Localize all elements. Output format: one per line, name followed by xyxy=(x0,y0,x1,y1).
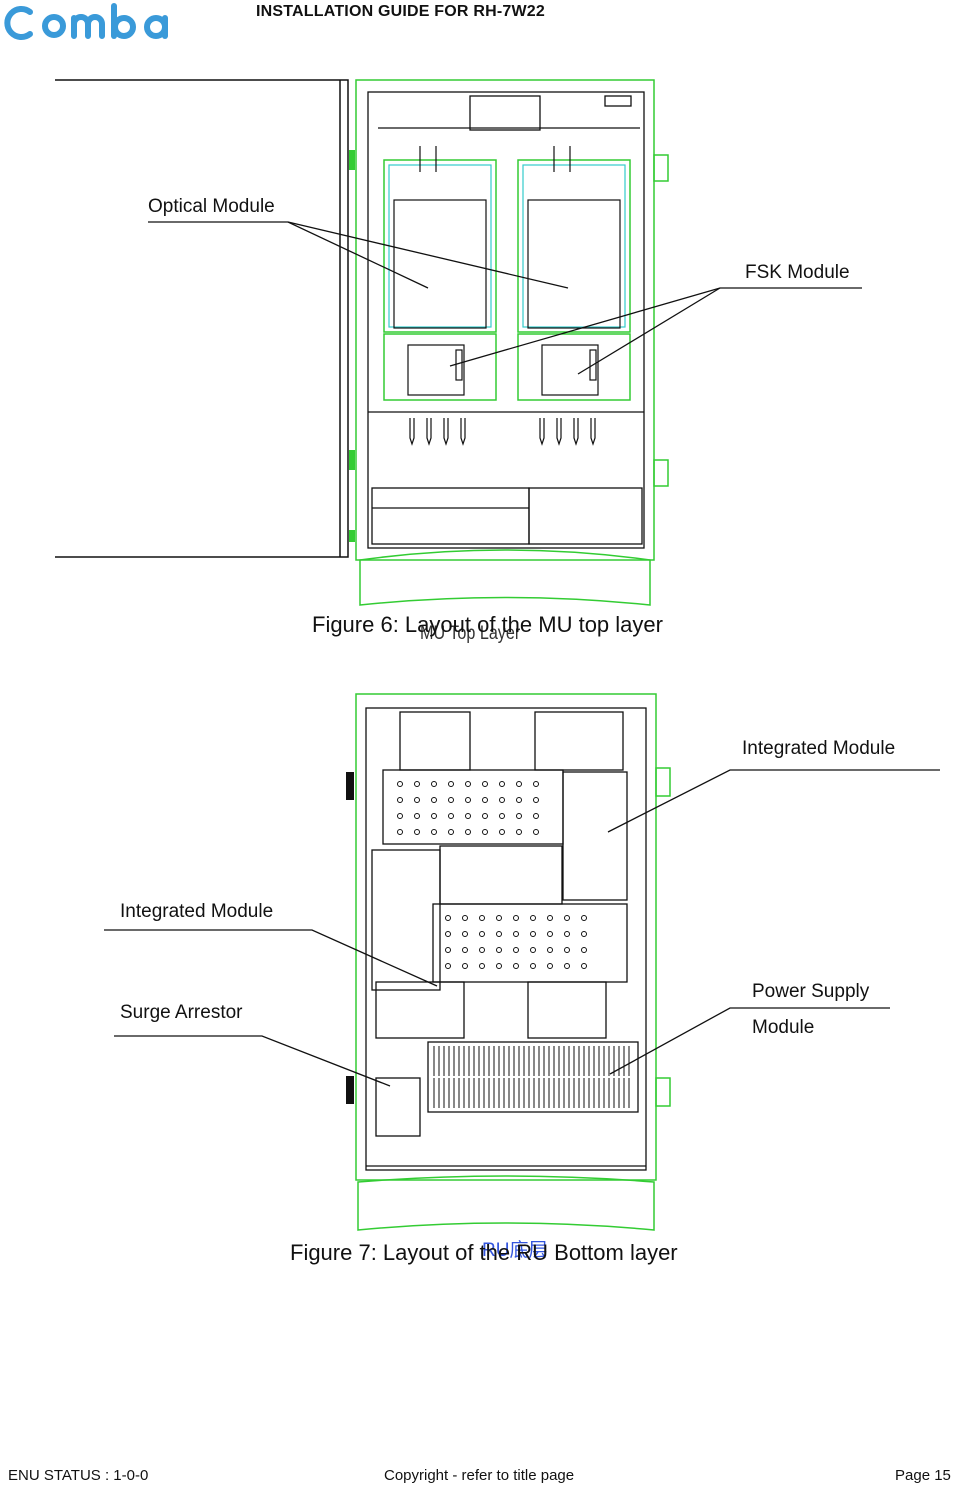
figure-7-caption: Figure 7: Layout of the RU Bottom layer xyxy=(290,1240,678,1265)
callout-surge-arrestor: Surge Arrestor xyxy=(120,1002,243,1023)
footer-copyright: Copyright - refer to title page xyxy=(384,1467,575,1484)
callout-power-supply-line1: Power Supply xyxy=(752,981,870,1002)
document-title: INSTALLATION GUIDE FOR RH-7W22 xyxy=(256,3,545,20)
figure-mu-top-layer: Optical Module FSK Module MU Top Layer F… xyxy=(0,60,970,644)
callout-integrated-module-left: Integrated Module xyxy=(120,901,274,922)
footer-status: ENU STATUS : 1-0-0 xyxy=(8,1467,149,1484)
drawing-label-mu-top-layer: MU Top Layer xyxy=(420,623,521,644)
callout-fsk-module: FSK Module xyxy=(745,262,850,283)
figure-ru-bottom-layer: Integrated Module Integrated Module Surg… xyxy=(0,680,970,1265)
ru-bottom-layer-drawing xyxy=(104,693,940,1231)
figure-6-caption: Figure 6: Layout of the MU top layer xyxy=(312,612,663,637)
callout-power-supply-line2: Module xyxy=(752,1017,815,1038)
footer-page-number: Page 15 xyxy=(895,1467,951,1484)
callout-optical-module: Optical Module xyxy=(148,196,275,217)
comba-logo xyxy=(4,3,168,40)
drawing-label-ru-bottom-layer: RU底层 xyxy=(482,1240,548,1261)
mu-top-layer-drawing xyxy=(55,79,862,606)
callout-integrated-module-right: Integrated Module xyxy=(742,738,896,759)
